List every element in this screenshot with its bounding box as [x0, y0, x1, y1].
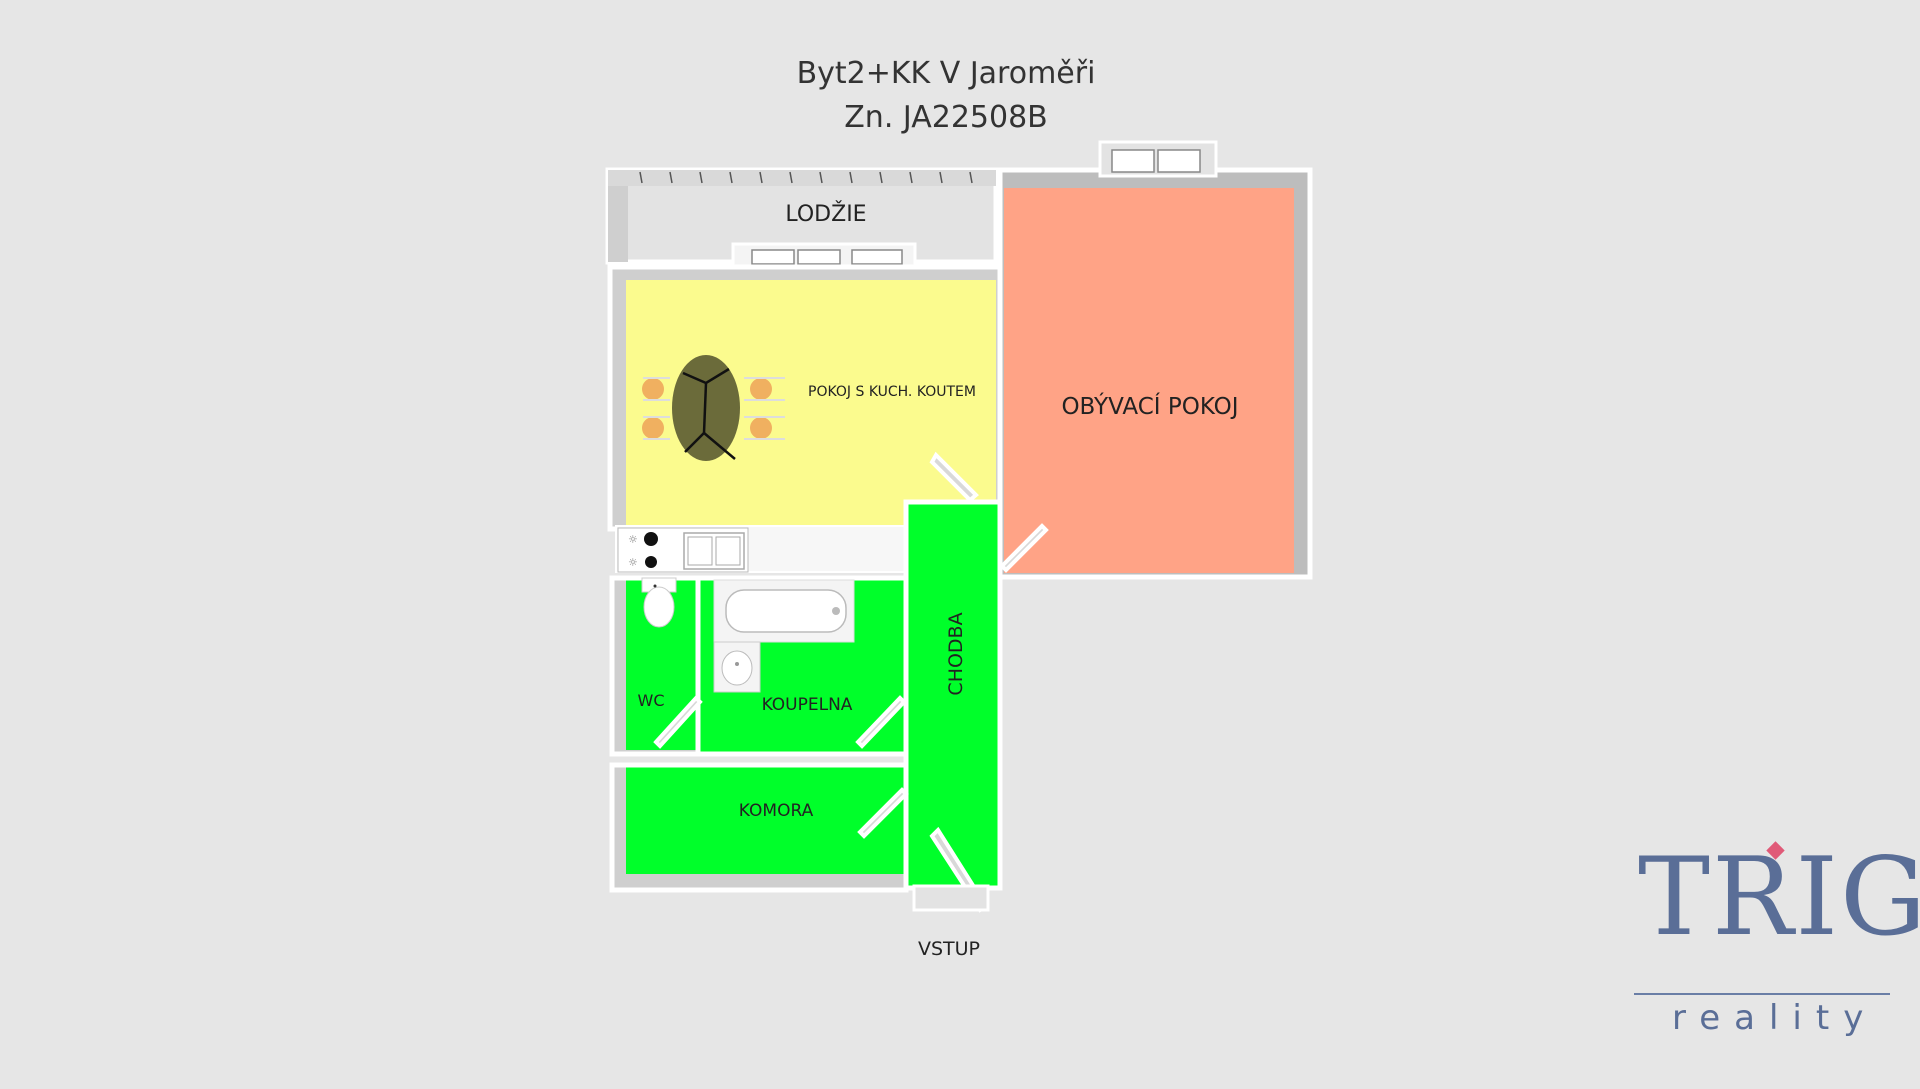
dining-chair — [744, 377, 785, 401]
triga-logo: TRIGA reality — [1630, 838, 1920, 1038]
door-living — [999, 523, 1049, 573]
room-label-komora: KOMORA — [739, 801, 814, 821]
stove-burner-icon — [644, 532, 658, 546]
room-label-wc: WC — [638, 691, 665, 710]
room-label-vstup: VSTUP — [918, 938, 980, 960]
plan-title: Byt2+KK V Jaroměři Zn. JA22508B — [700, 52, 1192, 140]
room-chodba: CHODBA — [903, 499, 1003, 891]
dining-chair — [642, 377, 670, 401]
dining-chair — [642, 416, 670, 440]
room-label-koupelna: KOUPELNA — [762, 695, 853, 715]
room-komora: KOMORA — [609, 762, 909, 893]
svg-text:☼: ☼ — [628, 533, 638, 546]
door-kitchen — [929, 451, 979, 503]
room-koupelna: KOUPELNA — [695, 575, 909, 757]
logo-subtitle: reality — [1672, 998, 1878, 1038]
washbasin-icon — [713, 641, 761, 693]
room-label-chodba: CHODBA — [945, 612, 967, 695]
bathtub-icon — [713, 579, 855, 643]
stove-burner-icon — [645, 556, 657, 568]
kitchen-sink-icon — [683, 532, 745, 570]
dining-chair — [744, 416, 785, 440]
title-line-2: Zn. JA22508B — [844, 100, 1048, 135]
door-koupelna — [855, 695, 907, 749]
lodzie-railing — [639, 171, 973, 184]
toilet-icon — [641, 577, 677, 628]
room-label-kitchen: POKOJ S KUCH. KOUTEM — [808, 384, 976, 400]
title-line-1: Byt2+KK V Jaroměři — [796, 56, 1096, 91]
room-kitchen-living: POKOJ S KUCH. KOUTEM — [607, 264, 1003, 532]
window-living — [1098, 140, 1218, 178]
door-komora — [857, 787, 909, 839]
entrance-step — [912, 884, 990, 912]
svg-text:☼: ☼ — [628, 556, 638, 569]
dining-table — [642, 355, 785, 461]
room-label-living: OBÝVACÍ POKOJ — [1061, 392, 1238, 420]
room-living: OBÝVACÍ POKOJ — [997, 167, 1313, 580]
door-wc — [653, 695, 703, 749]
logo-divider — [1634, 993, 1890, 995]
logo-wordmark: TRIGA — [1638, 835, 1920, 960]
room-wc: WC — [609, 575, 701, 757]
room-label-lodzie: LODŽIE — [785, 201, 866, 227]
